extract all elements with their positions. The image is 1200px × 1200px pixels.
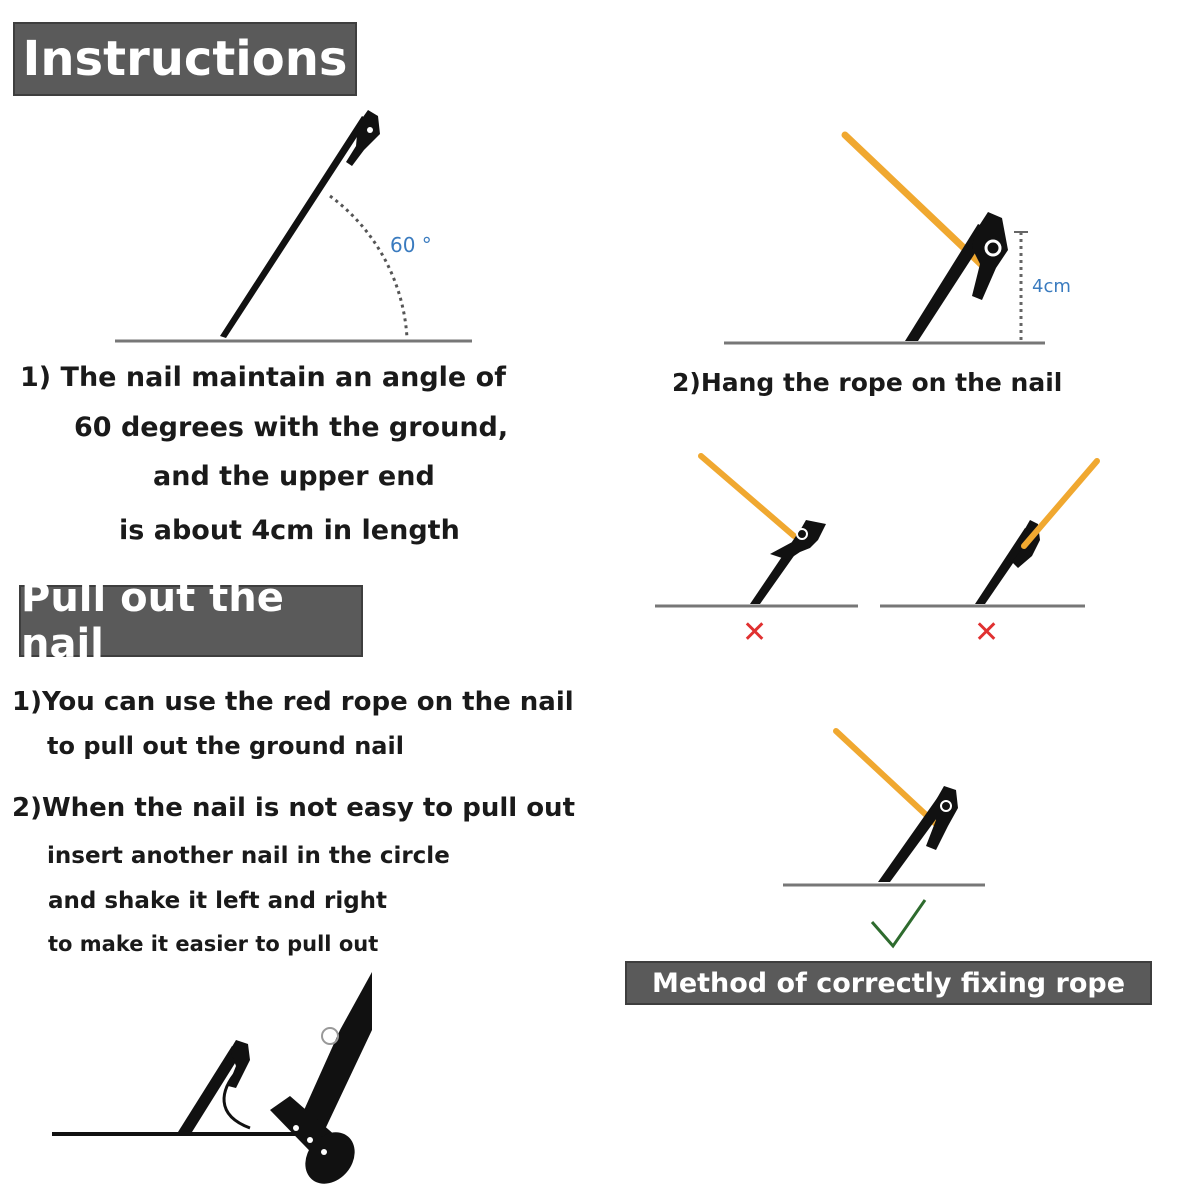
angle-diagram: 60 ° xyxy=(115,110,472,343)
right-mark-icon xyxy=(870,899,927,949)
ground-nail-icon xyxy=(178,1040,250,1132)
hang-rope-diagram: 4cm xyxy=(724,131,1071,345)
pull-item2-line1: 2)When the nail is not easy to pull out xyxy=(12,793,575,823)
hammer-icon xyxy=(270,972,372,1184)
pull-out-diagram xyxy=(52,972,372,1184)
pull-item2-line3: and shake it left and right xyxy=(48,888,388,914)
pull-item2-line2: insert another nail in the circle xyxy=(47,843,450,869)
wrong-example-left: ✕ xyxy=(655,453,858,650)
wrong-example-right: ✕ xyxy=(880,458,1100,650)
ground-nail-icon xyxy=(905,212,1008,341)
correct-example xyxy=(783,728,985,949)
method-heading: Method of correctly fixing rope xyxy=(625,961,1152,1005)
pull-item1-line2: to pull out the ground nail xyxy=(47,732,404,760)
angle-label: 60 ° xyxy=(390,233,432,257)
pull-item1-line1: 1)You can use the red rope on the nail xyxy=(12,687,574,717)
ground-nail-icon xyxy=(878,786,958,882)
rope-icon xyxy=(1021,458,1100,549)
step1-line1: 1) The nail maintain an angle of xyxy=(20,362,506,393)
height-label: 4cm xyxy=(1032,276,1071,297)
rope-icon xyxy=(841,131,989,272)
wrong-mark-icon: ✕ xyxy=(742,615,767,650)
step1-line2: 60 degrees with the ground, xyxy=(74,412,509,443)
step2-caption: 2)Hang the rope on the nail xyxy=(672,368,1063,397)
wrong-mark-icon: ✕ xyxy=(974,615,999,650)
step1-line4: is about 4cm in length xyxy=(119,515,460,546)
rope-icon xyxy=(698,453,797,539)
angle-arc xyxy=(329,194,409,339)
step1-line3: and the upper end xyxy=(153,461,435,492)
instructions-heading: Instructions xyxy=(13,22,357,96)
pull-item2-line4: to make it easier to pull out xyxy=(48,932,379,956)
ground-nail-icon xyxy=(220,110,380,338)
ground-nail-icon xyxy=(750,520,826,604)
rope-icon xyxy=(833,728,941,829)
ground-nail-icon xyxy=(975,520,1040,604)
pull-rope xyxy=(222,1068,251,1130)
